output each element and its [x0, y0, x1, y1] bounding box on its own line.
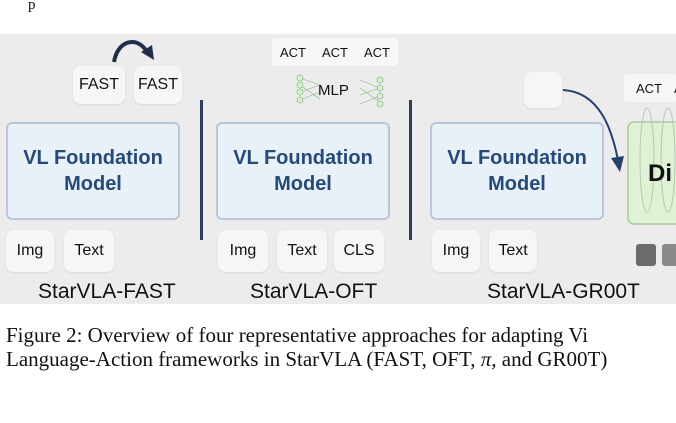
caption-text: Language-Action frameworks in StarVLA (F…: [6, 347, 481, 371]
panel-label-gr00t: StarVLA-GR00T: [487, 280, 640, 303]
mlp-nodes: [296, 74, 384, 108]
caption-pi: π: [480, 347, 492, 371]
input-text: Text: [277, 230, 327, 272]
model-label-line2: Model: [274, 173, 332, 195]
input-img: Img: [432, 230, 480, 272]
mlp-network-icon: [299, 77, 381, 105]
noise-token-icon: [662, 244, 676, 266]
noise-token-icon: [636, 244, 656, 266]
input-text: Text: [64, 230, 114, 272]
panel-divider: [200, 100, 203, 240]
figure-caption-line2: Language-Action frameworks in StarVLA (F…: [6, 347, 607, 372]
state-token: [524, 72, 562, 108]
act-token: ACT: [636, 80, 662, 96]
dit-label: Di: [648, 160, 672, 187]
model-label-line2: Model: [64, 173, 122, 195]
model-label-line1: VL Foundation: [447, 147, 587, 169]
autoregressive-arrow-head: [141, 45, 154, 60]
act-token: ACT: [364, 44, 390, 60]
panel-label-oft: StarVLA-OFT: [250, 280, 378, 303]
fast-token-1: FAST: [73, 66, 125, 104]
panel-label-fast: StarVLA-FAST: [38, 280, 176, 303]
model-label-line2: Model: [488, 173, 546, 195]
input-img: Img: [218, 230, 268, 272]
caption-text: , and GR00T): [491, 347, 608, 371]
act-token: ACT: [322, 44, 348, 60]
model-label-line1: VL Foundation: [23, 147, 163, 169]
act-token: ACT: [280, 44, 306, 60]
input-cls: CLS: [334, 230, 384, 272]
mlp-head-label: MLP: [318, 82, 349, 99]
panel-divider: [409, 100, 412, 240]
gr00t-arrow-head: [611, 156, 624, 172]
act-token-row: ACT ACT ACT: [272, 38, 398, 66]
act-token-row-partial: ACT A: [624, 74, 676, 102]
gr00t-arrow: [562, 89, 619, 161]
input-img: Img: [6, 230, 54, 272]
fast-token-2: FAST: [134, 66, 182, 104]
truncated-text-above: p: [28, 0, 36, 13]
model-label-line1: VL Foundation: [233, 147, 373, 169]
act-token-cut: A: [674, 81, 676, 96]
figure-caption-line1: Figure 2: Overview of four representativ…: [6, 323, 589, 347]
input-text: Text: [489, 230, 537, 272]
